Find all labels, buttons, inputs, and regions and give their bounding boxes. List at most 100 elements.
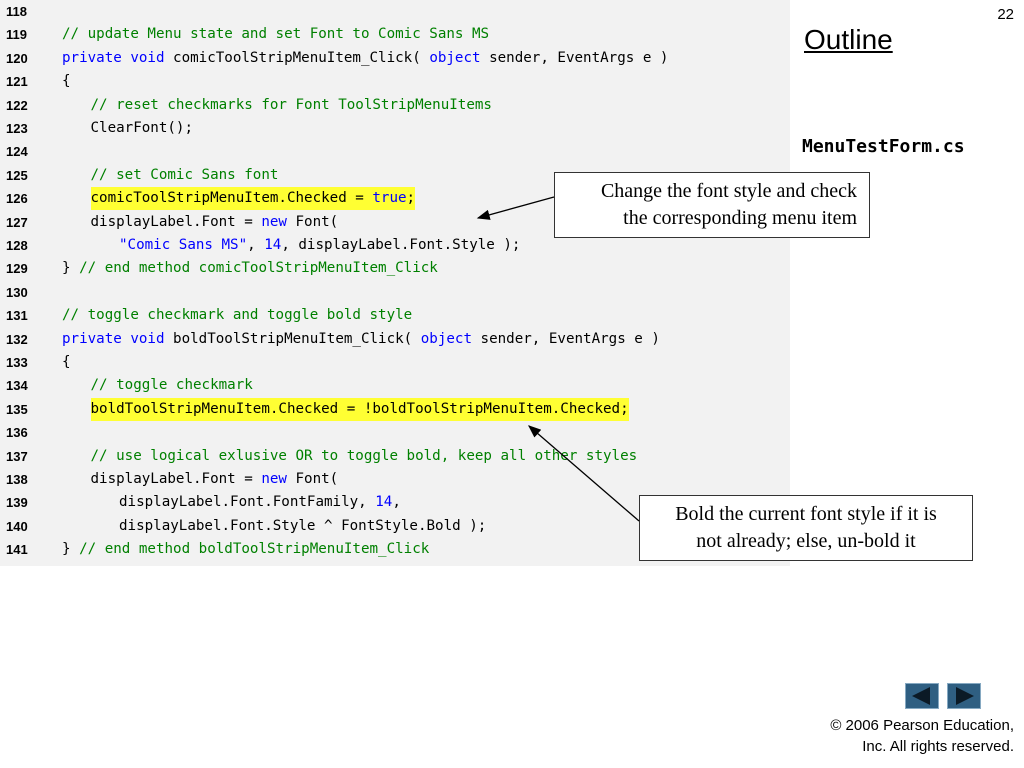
line-number: 130 [6, 284, 28, 300]
code-token-plain: sender, EventArgs e ) [472, 330, 660, 347]
code-token-keyword: new [261, 471, 287, 487]
next-slide-button[interactable] [947, 683, 981, 709]
code-line: 125 // set Comic Sans font [0, 164, 790, 187]
previous-slide-button[interactable] [905, 683, 939, 709]
code-text: "Comic Sans MS", 14, displayLabel.Font.S… [119, 234, 520, 257]
code-token-plain: boldToolStripMenuItem.Checked = !boldToo… [90, 400, 629, 417]
code-text: private void boldToolStripMenuItem_Click… [62, 328, 660, 351]
code-text: { [62, 351, 71, 374]
code-line: 133 { [0, 351, 790, 374]
line-number: 122 [6, 97, 28, 113]
code-token-plain: , [392, 494, 401, 511]
code-line: 131 // toggle checkmark and toggle bold s… [0, 304, 790, 327]
code-token-comment: // set Comic Sans font [90, 166, 279, 183]
code-token-keyword: object [420, 330, 473, 347]
code-token-plain: sender, EventArgs e ) [480, 49, 669, 66]
slide-number: 22 [997, 6, 1014, 23]
file-name-label: MenuTestForm.cs [802, 136, 965, 157]
code-line: 120 private void comicToolStripMenuItem_C… [0, 47, 790, 70]
code-line: 134 // toggle checkmark [0, 374, 790, 397]
code-line: 138 displayLabel.Font = new Font( [0, 468, 790, 491]
line-number: 120 [6, 50, 28, 66]
triangle-left-icon [912, 687, 930, 705]
code-text: ClearFont(); [91, 117, 194, 140]
line-number: 134 [6, 378, 28, 394]
callout-text-line: the corresponding menu item [623, 207, 857, 229]
code-text: } // end method boldToolStripMenuItem_Cl… [62, 538, 429, 561]
line-number: 138 [6, 472, 28, 487]
code-token-plain: displayLabel.Font.Style ^ FontStyle.Bold… [119, 517, 487, 534]
code-line: 127 displayLabel.Font = new Font( [0, 211, 790, 234]
code-token-plain: , displayLabel.Font.Style ); [281, 237, 521, 253]
code-token-comment: // use logical exlusive OR to toggle bol… [90, 447, 638, 464]
code-token-plain: comicToolStripMenuItem_Click( [164, 49, 430, 66]
code-line: 119// update Menu state and set Font to … [0, 23, 790, 46]
code-line: 139 displayLabel.Font.FontFamily, 14, [0, 491, 790, 514]
code-line: 132 private void boldToolStripMenuItem_Cl… [0, 328, 790, 351]
line-number: 127 [6, 214, 28, 230]
copyright-line: © 2006 Pearson Education, [830, 717, 1014, 734]
code-line: 136 [0, 421, 790, 444]
code-line: 140 displayLabel.Font.Style ^ FontStyle.B… [0, 515, 790, 538]
code-token-plain: Font( [286, 213, 339, 230]
code-text: } // end method comicToolStripMenuItem_C… [62, 257, 438, 280]
code-token-keyword: void [130, 330, 165, 347]
line-number: 135 [6, 401, 28, 417]
callout-text-line: not already; else, un-bold it [696, 530, 916, 552]
code-token-comment: // reset checkmarks for Font ToolStripMe… [90, 96, 492, 113]
code-text: // update Menu state and set Font to Com… [62, 23, 489, 46]
code-text: displayLabel.Font.Style ^ FontStyle.Bold… [119, 515, 486, 538]
code-token-comment: // toggle checkmark and toggle bold styl… [62, 307, 413, 324]
code-line: 135 boldToolStripMenuItem.Checked = !bold… [0, 397, 790, 421]
code-token-keyword: void [130, 49, 165, 66]
line-number: 123 [6, 121, 28, 136]
code-token-plain: } [62, 541, 80, 558]
code-text: displayLabel.Font = new Font( [91, 211, 339, 234]
code-line: 129 } // end method comicToolStripMenuIte… [0, 257, 790, 280]
code-token-comment: // end method boldToolStripMenuItem_Clic… [79, 541, 430, 558]
callout-toggle-bold: Bold the current font style if it is not… [639, 495, 973, 561]
line-number: 132 [6, 331, 28, 347]
line-number: 139 [6, 495, 28, 511]
code-token-plain: ClearFont(); [90, 120, 194, 136]
code-line: 141} // end method boldToolStripMenuItem… [0, 538, 790, 561]
code-text: // toggle checkmark and toggle bold styl… [62, 304, 412, 327]
line-number: 131 [6, 308, 28, 324]
code-text: private void comicToolStripMenuItem_Clic… [62, 47, 668, 70]
code-token-plain: ; [406, 190, 416, 207]
code-text: displayLabel.Font = new Font( [91, 468, 339, 491]
line-number: 121 [6, 74, 28, 90]
code-text: { [62, 70, 71, 93]
code-text: displayLabel.Font.FontFamily, 14, [119, 491, 401, 514]
code-token-plain: , [247, 237, 265, 253]
code-token-keyword: object [429, 49, 481, 66]
code-token-comment: // end method comicToolStripMenuItem_Cli… [79, 260, 438, 277]
code-line: 118 [0, 0, 790, 23]
code-text: // reset checkmarks for Font ToolStripMe… [91, 94, 492, 117]
triangle-right-icon [956, 687, 974, 705]
line-number: 133 [6, 355, 28, 370]
code-token-plain: displayLabel.Font = [90, 471, 262, 487]
outline-link[interactable]: Outline [804, 24, 893, 55]
line-number: 140 [6, 518, 28, 534]
code-line: 128"Comic Sans MS", 14, displayLabel.Fon… [0, 234, 790, 257]
highlighted-code-text: comicToolStripMenuItem.Checked = true; [90, 187, 416, 211]
code-line: 123 ClearFont(); [0, 117, 790, 140]
code-token-string: "Comic Sans MS" [119, 237, 248, 253]
line-number: 124 [6, 144, 28, 160]
code-text: // use logical exlusive OR to toggle bol… [91, 445, 638, 468]
line-number: 125 [6, 167, 28, 183]
code-token-number: 14 [375, 494, 393, 511]
line-number: 141 [6, 542, 28, 558]
code-token-comment: // update Menu state and set Font to Com… [62, 26, 490, 43]
callout-checkmark-font: Change the font style and check the corr… [554, 172, 870, 238]
callout-text-line: Change the font style and check [600, 180, 857, 202]
code-line: 124 [0, 140, 790, 163]
copyright-line: Inc. All rights reserved. [862, 738, 1014, 755]
code-token-plain: boldToolStripMenuItem_Click( [164, 330, 421, 347]
code-text: // set Comic Sans font [91, 164, 279, 187]
line-number: 129 [6, 261, 28, 277]
code-token-comment: // toggle checkmark [90, 377, 253, 394]
